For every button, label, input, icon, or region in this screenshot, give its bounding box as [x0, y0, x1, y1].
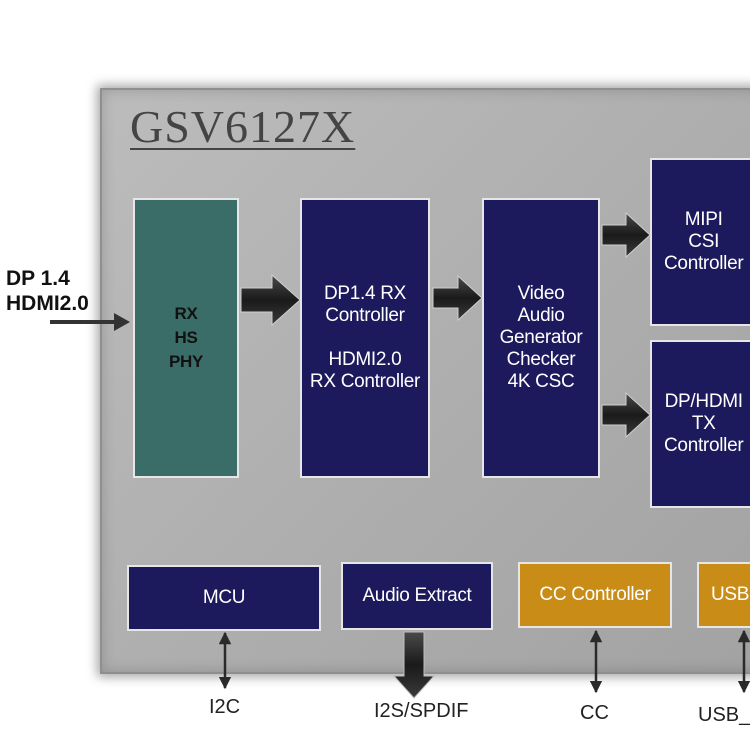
mcu-block: MCU [127, 565, 321, 631]
cc-label: CC [580, 702, 609, 724]
tx-controller-block: DP/HDMI TX Controller [650, 340, 750, 508]
mipi-csi-controller-block: MIPI CSI Controller [650, 158, 750, 326]
rx-controller-block: DP1.4 RX Controller HDMI2.0 RX Controlle… [300, 198, 430, 478]
i2c-label: I2C [209, 696, 241, 718]
rx-hs-phy-block: RX HS PHY [133, 198, 239, 478]
input-interfaces-label: DP 1.4 HDMI2.0 [6, 267, 89, 315]
chip-title: GSV6127X [130, 101, 356, 152]
usb-block: USB [697, 562, 750, 628]
video-audio-block: Video Audio Generator Checker 4K CSC [482, 198, 600, 478]
audio-extract-block: Audio Extract [341, 562, 493, 630]
i2s-spdif-label: I2S/SPDIF [374, 700, 469, 722]
cc-controller-block: CC Controller [518, 562, 672, 628]
usb-label: USB_ [698, 704, 750, 726]
